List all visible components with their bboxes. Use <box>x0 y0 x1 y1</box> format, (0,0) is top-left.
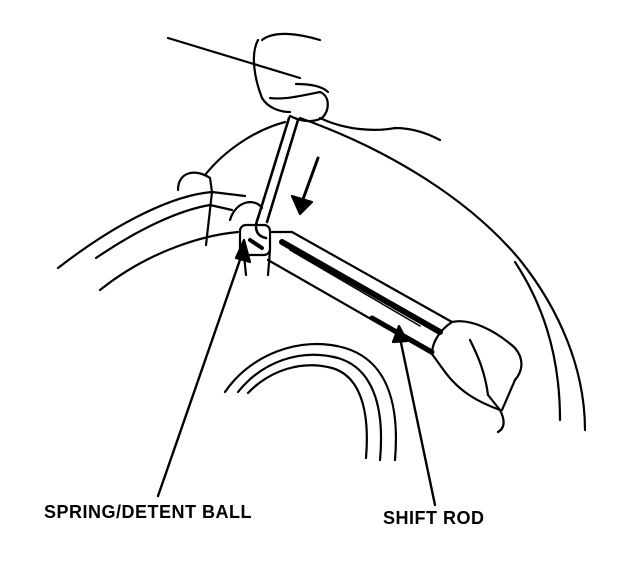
case-line-left <box>204 190 214 247</box>
leader-arrowhead-shift <box>391 324 409 344</box>
case-ledge <box>176 171 214 194</box>
leader-arrowhead-spring <box>234 238 252 264</box>
case-top-curve <box>203 120 287 177</box>
downward-arrow-icon <box>290 156 320 216</box>
hand <box>252 32 442 142</box>
case-outer-edge-lower <box>513 260 562 422</box>
tool-rod <box>254 116 300 240</box>
bearing-bore <box>223 342 397 462</box>
leader-line-shift-rod <box>398 336 437 507</box>
case-outer-edge <box>166 36 587 432</box>
label-spring-detent-ball: SPRING/DETENT BALL <box>44 502 253 522</box>
label-shift-rod: SHIFT ROD <box>383 508 485 528</box>
case-flange <box>98 230 240 292</box>
shift-rod-end <box>430 320 523 434</box>
shift-rod <box>266 230 454 356</box>
leader-line-spring-detent-ball <box>156 252 244 498</box>
case-rib <box>56 190 247 270</box>
case-rib-inner <box>94 203 234 260</box>
